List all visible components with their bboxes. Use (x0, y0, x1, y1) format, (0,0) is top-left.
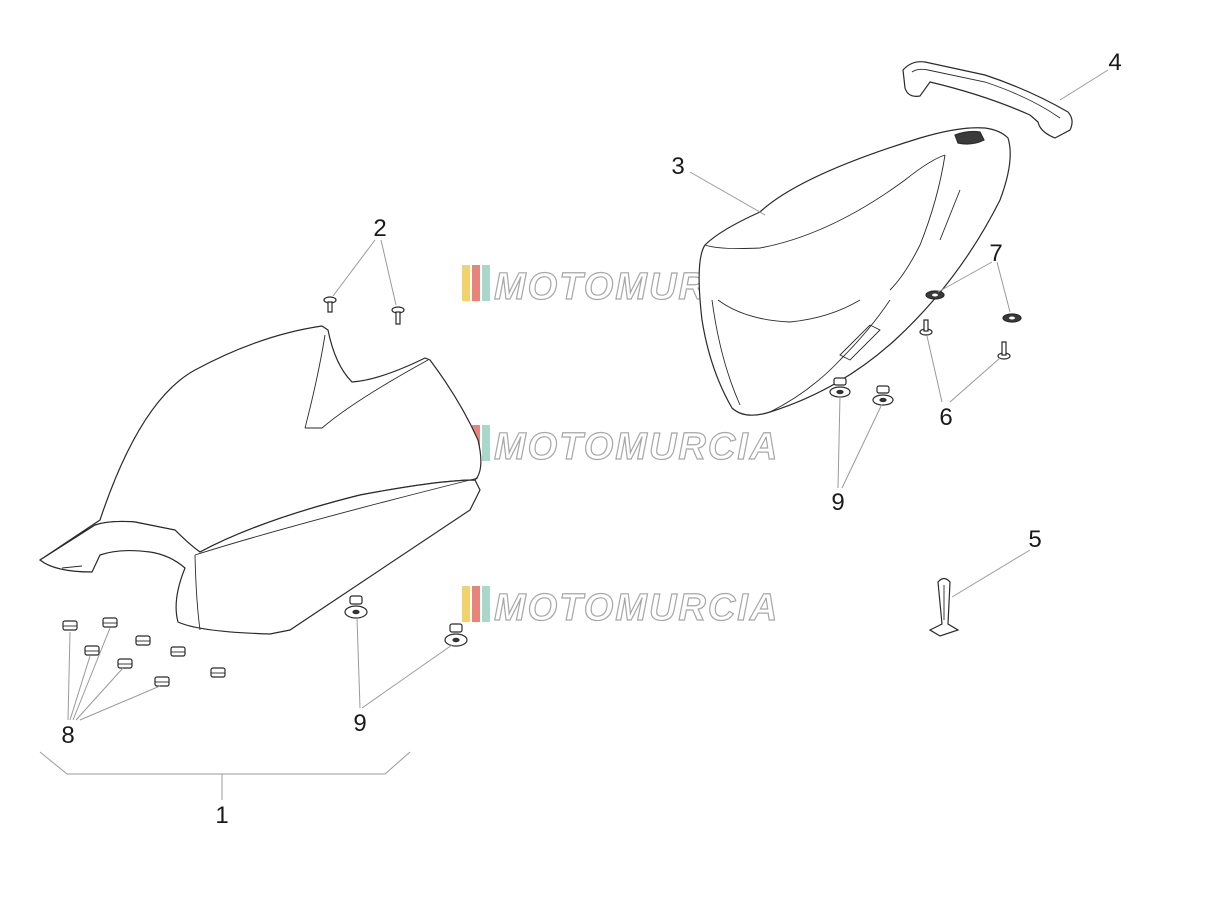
watermark-stripe (482, 586, 490, 622)
callout-2: 2 (373, 215, 386, 242)
callout-4: 4 (1108, 49, 1121, 76)
watermark-stripe (472, 265, 480, 301)
watermark-stripe (482, 265, 490, 301)
screw (323, 296, 337, 313)
callout-7: 7 (989, 240, 1002, 267)
nut (154, 676, 170, 687)
rear-seat (698, 127, 1011, 416)
grab-handle (902, 61, 1073, 139)
watermark-middle: MOTOMURCIA (462, 425, 779, 469)
screw (391, 306, 405, 325)
watermark-stripe (472, 586, 480, 622)
nut (62, 620, 78, 631)
watermark-stripe (482, 425, 490, 461)
nut (102, 617, 118, 628)
screw (919, 319, 933, 336)
screw (997, 341, 1011, 360)
callout-3: 3 (671, 153, 684, 180)
front-seat (38, 325, 482, 635)
watermark-bottom: MOTOMURCIA (462, 586, 779, 630)
nut (84, 645, 100, 656)
watermark-stripe (462, 586, 470, 622)
washer (1002, 313, 1022, 323)
rubber-buffer (829, 377, 851, 398)
leader-lines (39, 69, 1109, 800)
rubber-buffer (444, 623, 468, 647)
callout-9-front: 9 (353, 710, 366, 737)
nut (117, 658, 133, 669)
callout-1: 1 (215, 802, 228, 829)
nut (135, 635, 151, 646)
seat-pin (928, 577, 960, 637)
watermark-text: MOTOMURCIA (494, 587, 779, 629)
callout-9-rear: 9 (831, 489, 844, 516)
watermark-stripe (462, 265, 470, 301)
callout-8: 8 (61, 722, 74, 749)
rubber-buffer (872, 385, 894, 406)
nut (170, 646, 186, 657)
nut (210, 667, 226, 678)
callout-5: 5 (1028, 526, 1041, 553)
rubber-buffer (344, 595, 368, 619)
callout-6: 6 (939, 404, 952, 431)
washer (925, 290, 945, 300)
watermark-text: MOTOMURCIA (494, 426, 779, 468)
